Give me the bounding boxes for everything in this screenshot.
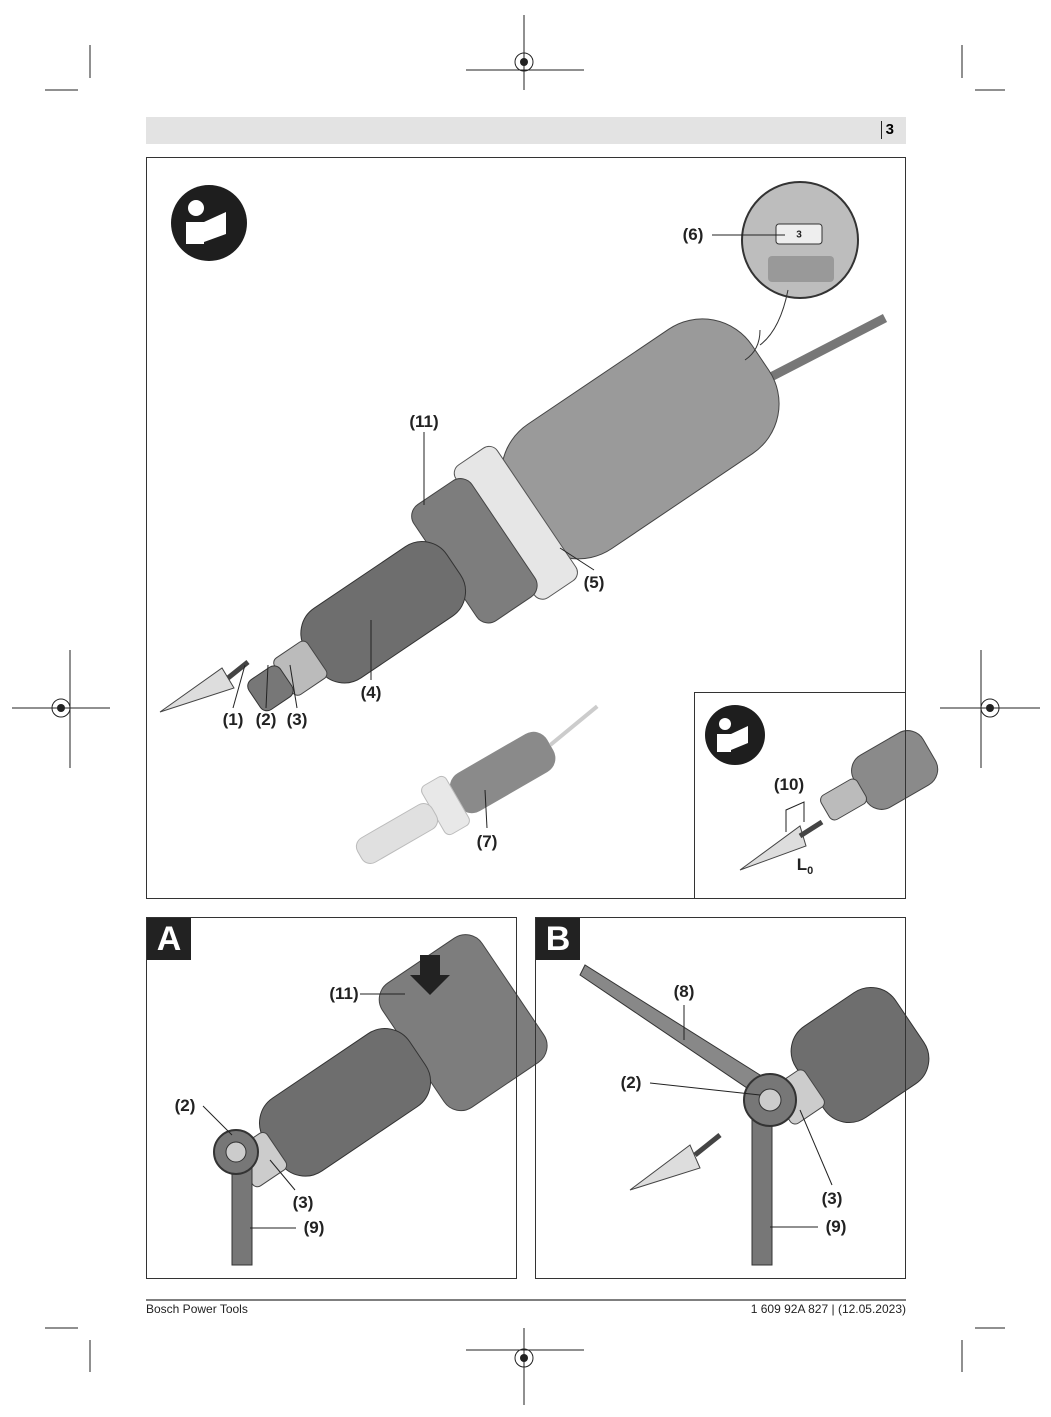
panel-a-label-9: (9) xyxy=(303,1218,325,1237)
speed-dial-value: 3 xyxy=(796,229,802,241)
crop-marks xyxy=(12,15,1040,1405)
label-4: (4) xyxy=(360,683,382,702)
grinder-small-illustration xyxy=(355,704,599,864)
panel-b-label-2: (2) xyxy=(620,1073,642,1092)
panel-b-frame xyxy=(535,917,906,1279)
inset-tool-illustration xyxy=(739,730,939,871)
label-7: (7) xyxy=(476,832,498,851)
read-manual-icon xyxy=(705,705,765,765)
main-figure-frame xyxy=(146,157,906,899)
panel-a-frame xyxy=(146,917,517,1279)
label-5: (5) xyxy=(583,573,605,592)
label-1: (1) xyxy=(222,710,244,729)
straight-grinder-illustration xyxy=(159,314,888,713)
footer-doc-number: 1 609 92A 827 | (12.05.2023) xyxy=(750,1302,906,1316)
panel-a-label-11: (11) xyxy=(329,984,359,1003)
header-bar: 3 xyxy=(146,117,906,144)
panel-b-label-9: (9) xyxy=(825,1217,847,1236)
label-10: (10) xyxy=(773,775,805,794)
label-11: (11) xyxy=(409,412,439,431)
panel-b-label-3: (3) xyxy=(821,1189,843,1208)
label-l0: L0 xyxy=(797,855,814,877)
panel-a-label-2: (2) xyxy=(174,1096,196,1115)
inset-frame xyxy=(694,692,906,899)
footer-brand: Bosch Power Tools xyxy=(146,1302,248,1316)
label-2: (2) xyxy=(255,710,277,729)
read-manual-icon xyxy=(171,185,247,261)
page-number: 3 xyxy=(880,121,894,139)
speed-dial-detail xyxy=(712,181,859,361)
label-6: (6) xyxy=(682,225,704,244)
l0-subscript: 0 xyxy=(807,865,814,878)
panel-b-letter: B xyxy=(536,918,580,960)
l0-letter: L xyxy=(796,854,808,874)
panel-b-label-8: (8) xyxy=(673,982,695,1001)
label-3: (3) xyxy=(286,710,308,729)
panel-a-letter: A xyxy=(147,918,191,960)
panel-a-illustration xyxy=(202,934,548,1266)
panel-b-illustration xyxy=(579,964,930,1266)
panel-a-label-3: (3) xyxy=(292,1193,314,1212)
